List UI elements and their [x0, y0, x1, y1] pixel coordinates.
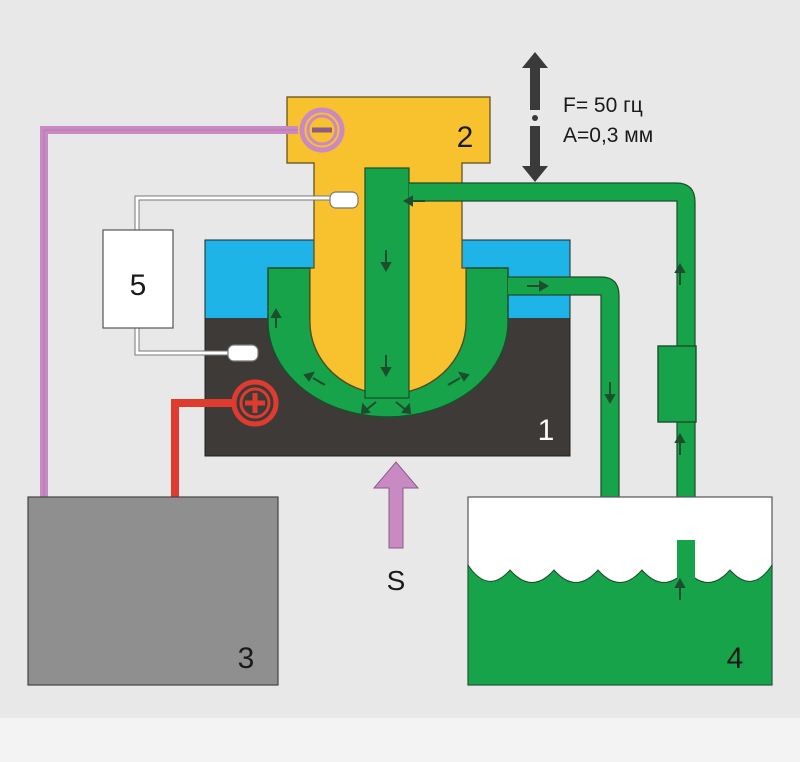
positive-terminal-icon: [231, 379, 279, 427]
negative-terminal-icon: [299, 107, 345, 153]
tank-electrolyte: [467, 563, 773, 686]
flow-arrows: [270, 195, 686, 600]
flow-arrow: [447, 371, 470, 386]
flow-arrow: [604, 382, 616, 405]
electrolyte-tank: [467, 496, 773, 686]
label-tool: 2: [457, 121, 474, 154]
flow-arrow: [674, 432, 686, 455]
label-frequency: F= 50 гц: [563, 94, 643, 117]
flow-arrow: [402, 195, 425, 207]
flow-arrow: [674, 577, 686, 600]
drain-pipe-outline: [508, 276, 620, 515]
flow-arrow: [270, 307, 282, 328]
label-feed: S: [387, 565, 406, 596]
flow-arrow: [380, 355, 392, 378]
flow-arrow: [527, 280, 550, 292]
pump-filter: [657, 345, 697, 423]
vibration-arrow-icon: [522, 52, 548, 182]
flow-arrow: [395, 401, 412, 415]
flow-arrow: [360, 401, 377, 415]
feed-arrow: [372, 461, 420, 549]
controller: [102, 191, 359, 362]
background-footer: [0, 718, 800, 762]
drain-pipe: [508, 277, 619, 515]
sensor-top: [329, 191, 359, 209]
electrolyte-circuit: [409, 182, 697, 580]
supply-pipe: [409, 183, 695, 580]
label-workpiece: 1: [538, 414, 555, 447]
flow-arrow: [380, 250, 392, 273]
flow-arrow: [674, 262, 686, 285]
label-tank: 4: [727, 642, 744, 675]
sensor-bottom: [227, 344, 259, 362]
power-source: [27, 496, 279, 686]
tool-electrode: [286, 96, 491, 399]
label-power-source: 3: [238, 642, 255, 675]
flow-arrow: [303, 371, 326, 386]
label-amplitude: A=0,3 мм: [563, 124, 653, 147]
controller-box: [102, 229, 174, 329]
supply-pipe-outline: [409, 182, 696, 580]
positive-wire: [171, 399, 233, 497]
negative-wire: [40, 126, 298, 497]
power-circuit: [40, 107, 345, 497]
label-controller: 5: [130, 269, 147, 302]
